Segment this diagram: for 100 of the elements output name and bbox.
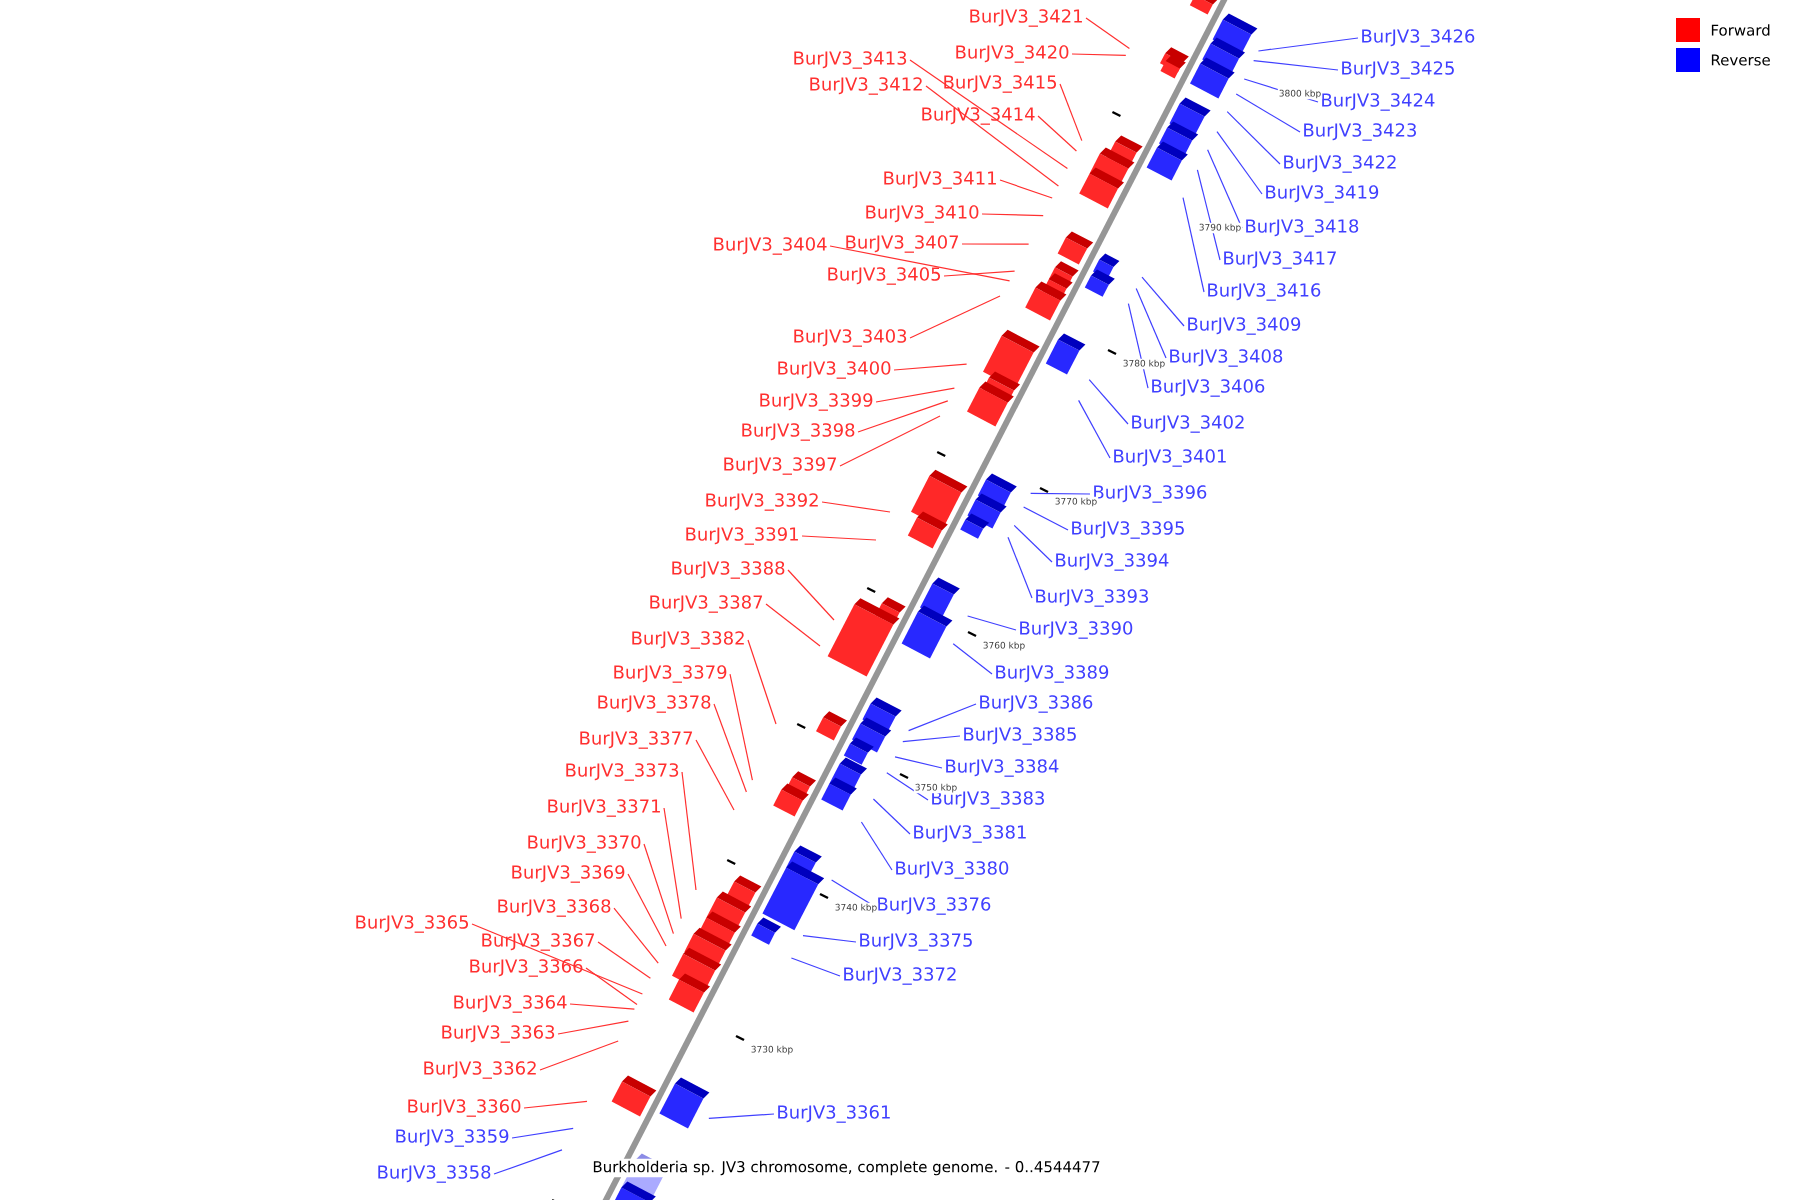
- gene-label: BurJV3_3388: [672, 561, 785, 579]
- gene-label: BurJV3_3359: [396, 1129, 509, 1147]
- gene-label: BurJV3_3386: [980, 695, 1093, 713]
- gene-label: BurJV3_3403: [794, 329, 907, 347]
- leader-line: [1088, 379, 1129, 425]
- gene-label: BurJV3_3397: [724, 457, 837, 475]
- gene-label: BurJV3_3370: [528, 835, 641, 853]
- gene-label: BurJV3_3404: [714, 237, 827, 255]
- leader-line: [893, 363, 968, 371]
- leader-line: [1135, 287, 1167, 359]
- gene-label: BurJV3_3422: [1284, 155, 1396, 173]
- leader-line: [943, 270, 1016, 277]
- gene-label: BurJV3_3409: [1188, 317, 1301, 335]
- leader-line: [747, 639, 777, 725]
- leader-line: [999, 179, 1053, 199]
- gene-label: BurJV3_3375: [860, 933, 972, 951]
- leader-line: [695, 739, 735, 811]
- leader-line: [597, 941, 651, 979]
- gene-label: BurJV3_3413: [794, 51, 907, 69]
- leader-line: [952, 643, 993, 675]
- leader-line: [493, 1149, 563, 1175]
- gene-label: BurJV3_3392: [706, 493, 818, 511]
- gene-label: BurJV3_3390: [1020, 621, 1133, 639]
- leader-line: [787, 569, 835, 621]
- gene-label: BurJV3_3426: [1362, 29, 1475, 47]
- leader-line: [839, 415, 941, 467]
- leader-line: [1007, 536, 1033, 599]
- leader-line: [831, 879, 875, 907]
- leader-line: [1207, 149, 1243, 229]
- gene-label: BurJV3_3387: [650, 595, 763, 613]
- gene-label: BurJV3_3394: [1056, 553, 1169, 571]
- gene-label: BurJV3_3402: [1132, 415, 1244, 433]
- gene-label: BurJV3_3398: [742, 423, 855, 441]
- leader-line: [872, 798, 911, 835]
- gene-label: BurJV3_3385: [964, 727, 1076, 745]
- leader-line: [539, 1040, 619, 1071]
- leader-line: [1235, 93, 1301, 133]
- leader-line: [569, 1003, 635, 1010]
- leader-line: [713, 703, 747, 793]
- leader-line: [981, 213, 1044, 217]
- leader-line: [860, 821, 893, 871]
- gene-label: BurJV3_3372: [844, 967, 956, 985]
- leader-line: [829, 245, 1011, 282]
- gene-label: BurJV3_3425: [1342, 61, 1454, 79]
- gene-label: BurJV3_3415: [944, 75, 1056, 93]
- gene-label: BurJV3_3361: [778, 1105, 890, 1123]
- leader-line: [1030, 492, 1091, 495]
- leader-line: [1023, 506, 1069, 531]
- leader-line: [857, 400, 949, 433]
- leader-line: [1059, 83, 1083, 142]
- gene-label: BurJV3_3417: [1224, 251, 1336, 269]
- gene-label: BurJV3_3395: [1072, 521, 1184, 539]
- leader-line: [585, 967, 638, 1005]
- gene-label: BurJV3_3364: [454, 995, 567, 1013]
- gene-label: BurJV3_3400: [778, 361, 891, 379]
- leader-line: [801, 535, 877, 541]
- gene-label: BurJV3_3378: [598, 695, 711, 713]
- leader-line: [708, 1113, 775, 1119]
- gene-label: BurJV3_3368: [498, 899, 611, 917]
- gene-label: BurJV3_3380: [896, 861, 1009, 879]
- leader-line: [790, 957, 841, 977]
- leader-line: [1071, 53, 1127, 56]
- leader-line: [1182, 197, 1205, 293]
- gene-label: BurJV3_3363: [442, 1025, 555, 1043]
- leader-line: [902, 735, 961, 743]
- leader-line: [967, 615, 1017, 631]
- leader-line: [961, 243, 1030, 245]
- gene-label: BurJV3_3408: [1170, 349, 1283, 367]
- gene-label: BurJV3_3384: [946, 759, 1059, 777]
- gene-label: BurJV3_3373: [566, 763, 679, 781]
- leader-line: [663, 807, 682, 920]
- leader-line: [908, 703, 977, 732]
- leader-line: [909, 295, 1001, 339]
- gene-label: BurJV3_3421: [970, 9, 1082, 27]
- leader-line: [1127, 303, 1149, 389]
- gene-label: BurJV3_3391: [686, 527, 798, 545]
- leader-line: [802, 935, 857, 943]
- gene-label: BurJV3_3381: [914, 825, 1026, 843]
- gene-label: BurJV3_3376: [878, 897, 991, 915]
- leader-line: [1085, 17, 1130, 49]
- leader-line: [821, 501, 891, 513]
- gene-label: BurJV3_3412: [810, 77, 922, 95]
- gene-label: BurJV3_3418: [1246, 219, 1359, 237]
- gene-label: BurJV3_3401: [1114, 449, 1226, 467]
- gene-label: BurJV3_3393: [1036, 589, 1148, 607]
- leader-line: [471, 923, 643, 995]
- leader-line: [886, 772, 929, 801]
- leader-line: [765, 603, 821, 647]
- gene-label: BurJV3_3396: [1094, 485, 1207, 503]
- gene-label: BurJV3_3365: [356, 915, 468, 933]
- gene-label: BurJV3_3362: [424, 1061, 536, 1079]
- leader-line: [1226, 111, 1281, 165]
- leader-line: [1196, 169, 1221, 261]
- gene-label: BurJV3_3383: [932, 791, 1044, 809]
- gene-label: BurJV3_3420: [956, 45, 1069, 63]
- leader-line: [729, 673, 753, 781]
- gene-label: BurJV3_3369: [512, 865, 625, 883]
- leader-line: [613, 907, 659, 964]
- gene-label: BurJV3_3406: [1152, 379, 1265, 397]
- gene-label: BurJV3_3360: [408, 1099, 521, 1117]
